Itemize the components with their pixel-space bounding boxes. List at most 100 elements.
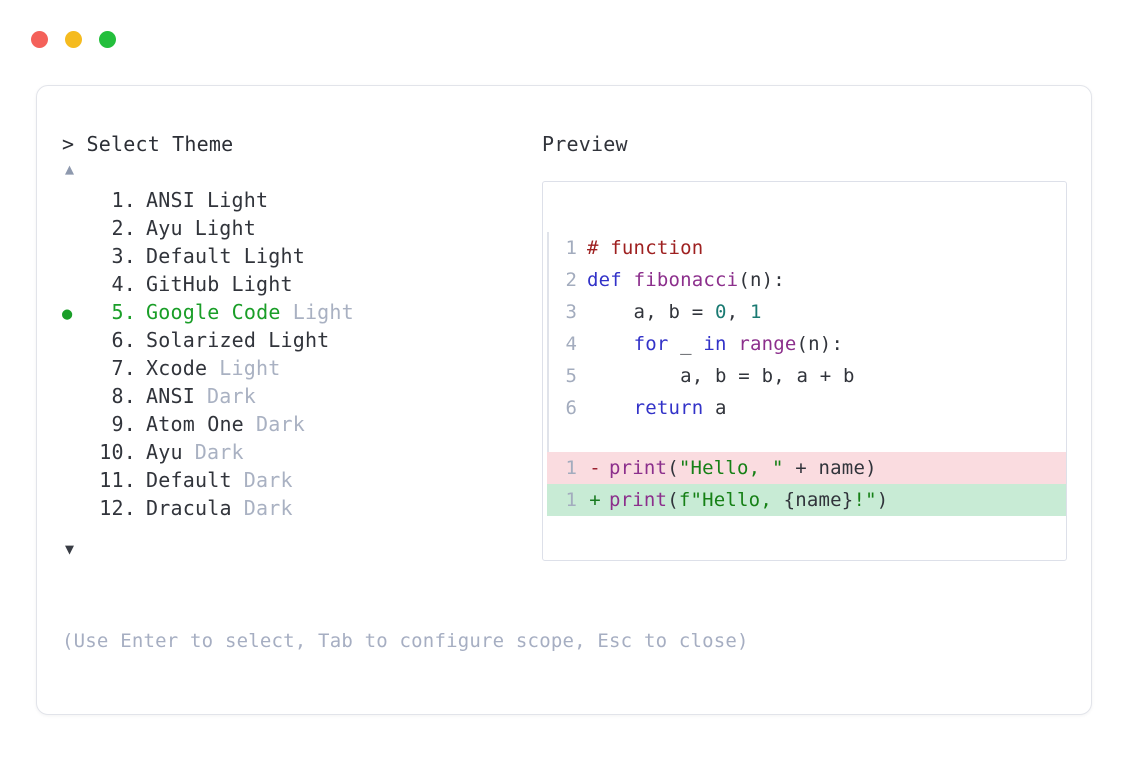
line-number: 1 (565, 489, 577, 511)
code-token: (n): (738, 269, 785, 291)
line-number: 3 (565, 301, 577, 323)
diff-plus-icon: + (589, 489, 601, 511)
theme-item-index: 1. (111, 188, 136, 212)
diff-minus-icon: - (589, 457, 601, 479)
code-token: a, b = (587, 301, 716, 323)
diff-added-line: 1+print(f"Hello, {name}!") (547, 484, 1066, 516)
code-token: # function (587, 237, 704, 259)
theme-item-spacer (232, 494, 244, 522)
code-token: ( (667, 489, 679, 511)
theme-item-spacer (207, 354, 219, 382)
scroll-up-icon[interactable]: ▲ (65, 160, 75, 178)
code-line: 4 for _ in range(n): (559, 328, 1066, 360)
theme-item-spacer (195, 186, 207, 214)
theme-list-item[interactable]: 10.Ayu Dark (62, 438, 532, 466)
theme-item-name: Ayu (146, 440, 183, 464)
theme-item-name: Atom One (146, 412, 244, 436)
window-traffic-lights (31, 31, 116, 48)
theme-list-item[interactable]: ●5.Google Code Light (62, 298, 532, 326)
theme-item-name: Google Code (146, 300, 281, 324)
code-token: print (609, 457, 668, 479)
theme-item-index: 6. (111, 328, 136, 352)
theme-item-variant: Light (207, 188, 269, 212)
code-line: 6 return a (559, 392, 1066, 424)
theme-item-name: ANSI (146, 188, 195, 212)
theme-item-index: 4. (111, 272, 136, 296)
theme-item-variant: Dark (243, 496, 293, 520)
theme-list-item[interactable]: 7.Xcode Light (62, 354, 532, 382)
code-token: f"Hello, (678, 489, 784, 511)
line-number: 1 (565, 457, 577, 479)
theme-item-spacer (281, 298, 293, 326)
code-token: return (633, 397, 704, 419)
code-line: 3 a, b = 0, 1 (559, 296, 1066, 328)
theme-list-item[interactable]: 6.Solarized Light (62, 326, 532, 354)
theme-list-item[interactable]: 11. Default Dark (62, 466, 532, 494)
code-token: 0 (715, 301, 727, 323)
theme-item-name: Xcode (146, 356, 208, 380)
theme-item-name: GitHub (146, 272, 220, 296)
code-token: a (703, 397, 727, 419)
theme-item-name: ANSI (146, 384, 195, 408)
keyboard-hint: (Use Enter to select, Tab to configure s… (62, 630, 749, 652)
code-token: def (587, 269, 634, 291)
theme-item-index: 5. (111, 300, 136, 324)
code-token: print (609, 489, 668, 511)
prompt-title: Select Theme (86, 132, 234, 156)
theme-list-item[interactable]: 12.Dracula Dark (62, 494, 532, 522)
theme-item-variant: Light (292, 300, 354, 324)
code-token: a, b = b, a + b (587, 365, 855, 387)
code-token: _ (668, 333, 704, 355)
theme-list-item[interactable]: 1. ANSI Light (62, 186, 532, 214)
theme-list-item[interactable]: 9. Atom One Dark (62, 410, 532, 438)
minimize-button[interactable] (65, 31, 82, 48)
theme-item-variant: Light (243, 244, 305, 268)
scroll-down-icon[interactable]: ▼ (65, 540, 75, 558)
code-token: + name) (783, 457, 877, 479)
theme-list-item[interactable]: 3. Default Light (62, 242, 532, 270)
code-token: in (703, 333, 727, 355)
close-button[interactable] (31, 31, 48, 48)
theme-item-name: Dracula (146, 496, 232, 520)
theme-item-spacer (244, 410, 256, 438)
theme-item-index: 3. (111, 244, 136, 268)
theme-list-item[interactable]: 8.ANSI Dark (62, 382, 532, 410)
line-number: 1 (565, 237, 577, 259)
line-number: 2 (565, 269, 577, 291)
theme-item-name: Default (146, 468, 232, 492)
theme-item-spacer (183, 438, 195, 466)
theme-list-item[interactable]: 4. GitHub Light (62, 270, 532, 298)
code-line: 5 a, b = b, a + b (559, 360, 1066, 392)
line-number: 4 (565, 333, 577, 355)
code-token: "Hello, " (678, 457, 784, 479)
line-number: 5 (565, 365, 577, 387)
theme-item-spacer (183, 214, 195, 242)
diff-removed-line: 1-print("Hello, " + name) (547, 452, 1066, 484)
theme-item-variant: Light (231, 272, 293, 296)
prompt-caret-icon: > (62, 132, 75, 156)
theme-item-name: Default (146, 244, 232, 268)
theme-item-index: 11. (99, 468, 136, 492)
maximize-button[interactable] (99, 31, 116, 48)
theme-item-name: Solarized (146, 328, 257, 352)
code-token: ( (667, 457, 679, 479)
theme-item-name: Ayu (146, 216, 183, 240)
theme-item-variant: Dark (243, 468, 293, 492)
theme-item-variant: Light (219, 356, 281, 380)
theme-item-index: 9. (111, 412, 136, 436)
theme-item-variant: Light (194, 216, 256, 240)
code-token: for (633, 333, 669, 355)
code-token (587, 392, 634, 424)
theme-list-item[interactable]: 2. Ayu Light (62, 214, 532, 242)
theme-item-variant: Dark (255, 412, 305, 436)
theme-item-index: 10. (99, 440, 136, 464)
theme-picker-card: > Select Theme ▲ 1. ANSI Light 2. Ayu Light… (36, 85, 1092, 715)
code-token: ) (876, 489, 889, 511)
theme-item-index: 2. (111, 216, 136, 240)
code-token: range (738, 333, 797, 355)
code-token: {name} (783, 489, 854, 511)
